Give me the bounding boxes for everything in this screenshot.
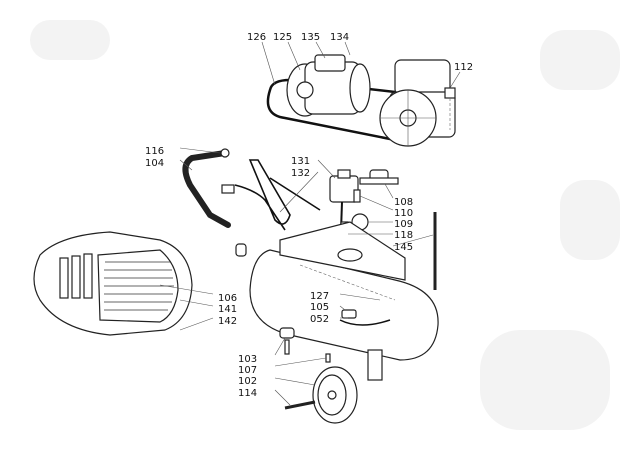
fitting-110 (353, 189, 361, 203)
callout-labels: 126 125 135 134 112 116 104 131 132 108 … (145, 32, 473, 399)
belt-guard (33, 231, 193, 336)
power-cord (234, 159, 321, 231)
callout-110: 110 (394, 208, 413, 219)
pump-bracket (444, 87, 456, 99)
screw-107 (325, 353, 331, 363)
wheel (312, 366, 358, 424)
wheel-bracket (367, 349, 383, 381)
callout-105: 105 (310, 302, 329, 313)
callout-112: 112 (454, 62, 473, 73)
callout-116: 116 (145, 146, 164, 157)
compressor-pump (379, 59, 456, 147)
callout-104: 104 (145, 158, 164, 169)
axle-bolt (284, 400, 316, 410)
fitting-106 (235, 243, 247, 257)
leader-lines (159, 41, 461, 406)
callout-132: 132 (291, 168, 310, 179)
callout-145: 145 (394, 242, 413, 253)
callout-106: 106 (218, 293, 237, 304)
callout-114: 114 (238, 388, 257, 399)
callout-131: 131 (291, 156, 310, 167)
callout-102: 102 (238, 376, 257, 387)
callout-103: 103 (238, 354, 257, 365)
callout-118: 118 (394, 230, 413, 241)
callout-109: 109 (394, 219, 413, 230)
callout-135: 135 (301, 32, 320, 43)
callout-134: 134 (330, 32, 349, 43)
callout-141: 141 (218, 304, 237, 315)
background-shapes (30, 20, 620, 430)
callout-107: 107 (238, 365, 257, 376)
callout-126: 126 (247, 32, 266, 43)
air-tank (249, 221, 439, 361)
electric-motor (286, 54, 371, 117)
callout-125: 125 (273, 32, 292, 43)
callout-142: 142 (218, 316, 237, 327)
callout-108: 108 (394, 197, 413, 208)
foot-bolt (284, 339, 290, 355)
callout-127: 127 (310, 291, 329, 302)
callout-052: 052 (310, 314, 329, 325)
valve-108 (359, 169, 399, 185)
rubber-foot (279, 327, 295, 339)
handle-bar (182, 150, 231, 228)
